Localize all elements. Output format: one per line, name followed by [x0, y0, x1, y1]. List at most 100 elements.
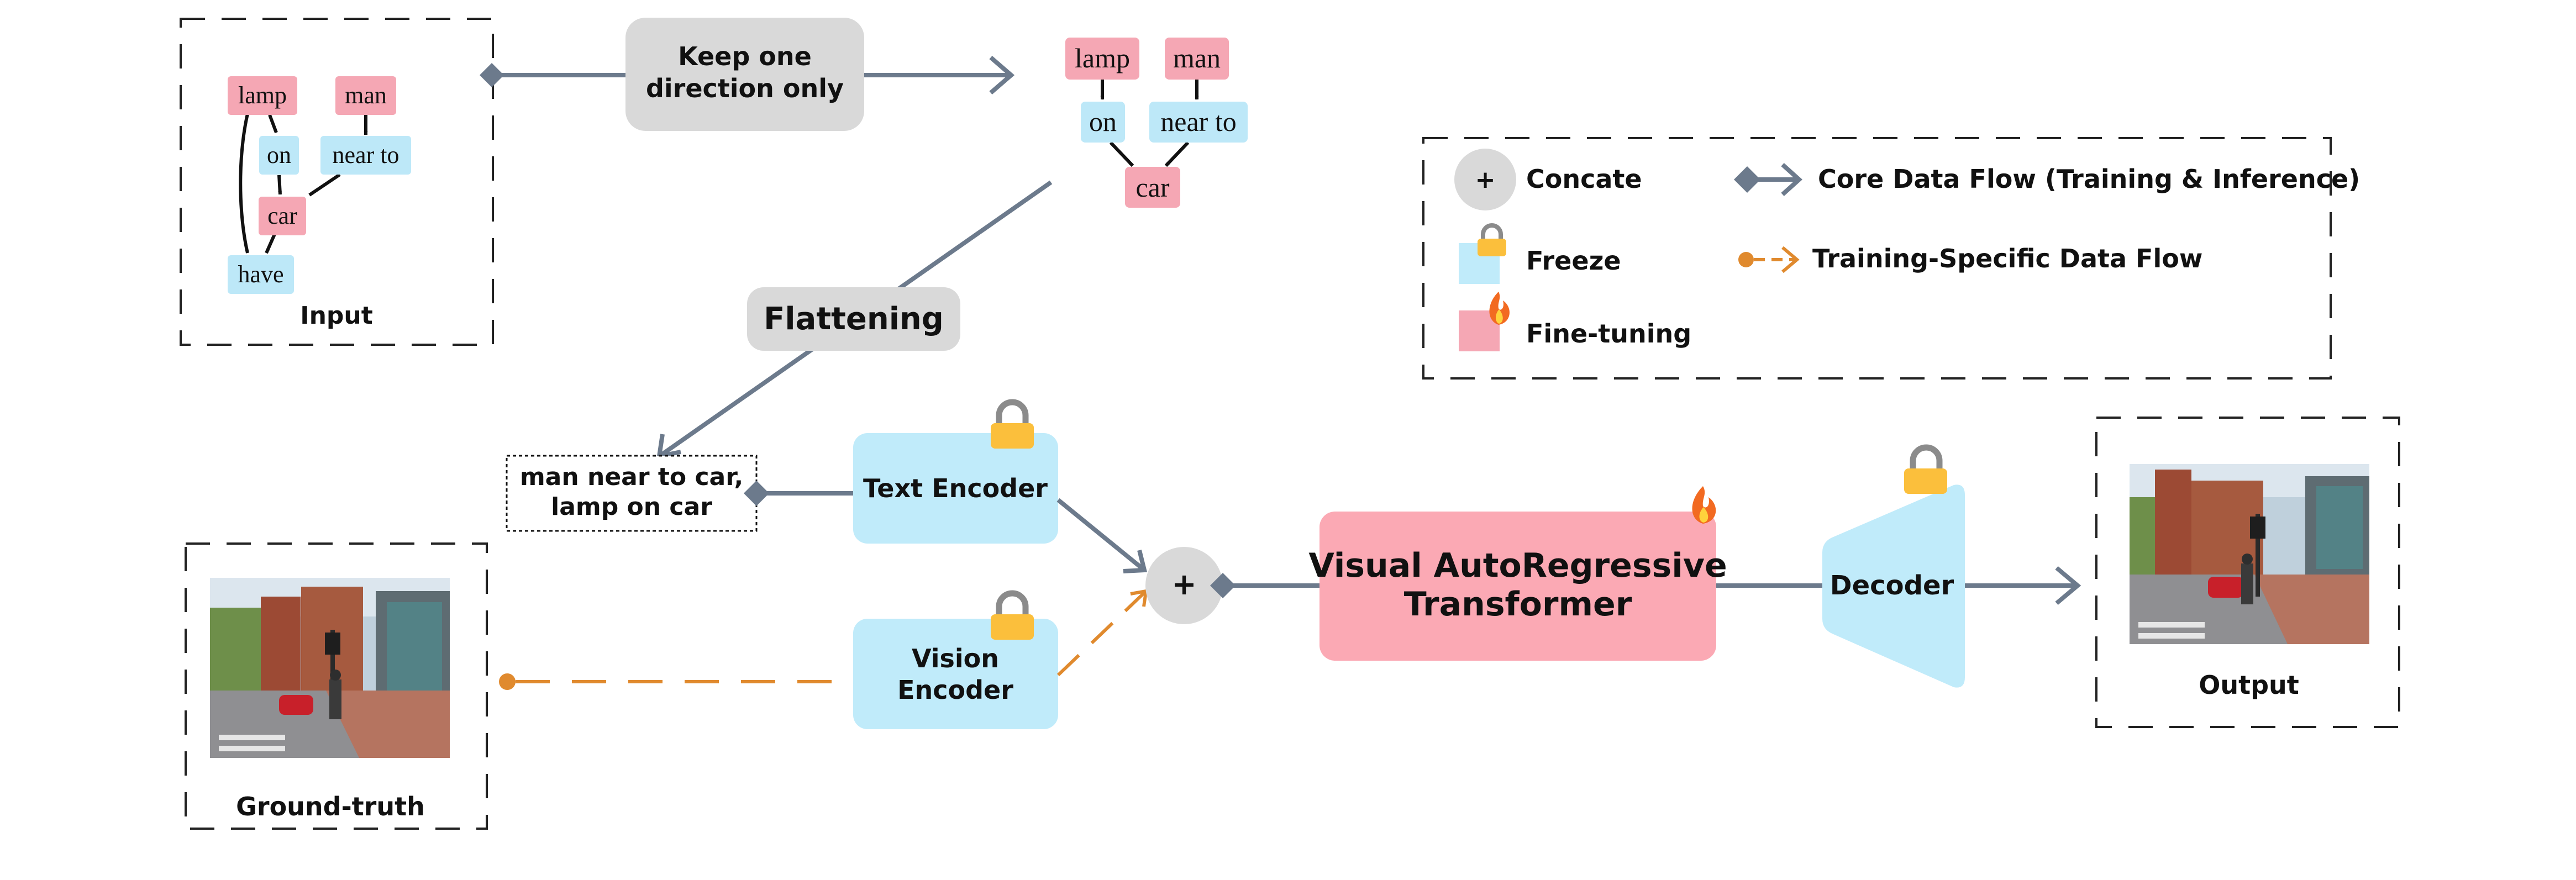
pruned-node-lamp	[1065, 38, 1139, 80]
lock-icon	[991, 590, 1034, 640]
edge-on-car	[277, 175, 282, 195]
pruned-node-man-label: man	[1173, 43, 1221, 73]
lock-icon	[991, 399, 1034, 449]
training-flow-gt	[499, 589, 1148, 690]
var-transformer-line2: Transformer	[1404, 585, 1632, 624]
legend-core-label: Core Data Flow (Training & Inference)	[1818, 164, 2360, 194]
vision-encoder-line1: Vision	[912, 644, 999, 673]
legend-concat-symbol: +	[1475, 166, 1496, 194]
node-near-to	[320, 136, 411, 175]
legend-concat-label: Concate	[1526, 164, 1642, 194]
text-encoder-group: Text Encoder	[853, 399, 1058, 544]
pruned-node-near-to	[1149, 102, 1248, 143]
ground-truth-photo	[210, 578, 450, 758]
keep-direction-arrowhead	[989, 55, 1015, 95]
text-to-concat-line	[1056, 498, 1146, 572]
ground-truth-caption: Ground-truth	[236, 792, 425, 821]
legend-training-arrowhead	[1781, 246, 1800, 273]
pruned-node-on	[1081, 102, 1125, 143]
pruned-node-car	[1125, 167, 1180, 208]
concat-node-group: +	[1145, 547, 1322, 624]
edge-have-lamp	[239, 99, 253, 254]
output-photo	[2130, 464, 2369, 644]
keep-direction-box	[625, 18, 864, 131]
flattened-text-group: man near to car, lamp on car	[506, 455, 855, 532]
node-on	[259, 136, 299, 175]
edge-near-car	[308, 173, 341, 197]
keep-direction-line1: Keep one	[678, 41, 812, 71]
keep-direction-step: Keep one direction only	[480, 18, 1015, 131]
node-lamp	[228, 76, 297, 115]
vision-encoder-box	[853, 619, 1058, 729]
output-dashed-frame	[2095, 417, 2400, 728]
node-car-label: car	[267, 202, 297, 229]
fire-icon	[1489, 292, 1510, 325]
text-to-concat-flow	[1056, 498, 1148, 573]
legend-concat-circle	[1454, 149, 1516, 210]
decoder-trapezoid	[1822, 484, 1965, 688]
output-group: Output	[2095, 417, 2400, 728]
concat-symbol: +	[1171, 567, 1196, 602]
edge-car-have	[265, 233, 276, 254]
legend-finetune-label: Fine-tuning	[1526, 319, 1691, 349]
ground-truth-dashed-frame	[185, 542, 488, 830]
pruned-node-near-to-label: near to	[1160, 106, 1236, 137]
legend-core-arrowhead	[1781, 163, 1802, 196]
ground-truth-group: Ground-truth	[185, 542, 488, 830]
pruned-graph-group: lamp man on near to car	[1065, 38, 1248, 208]
training-flow-vision-line	[1056, 591, 1147, 677]
edge-lamp-on	[268, 114, 278, 134]
pruned-node-lamp-label: lamp	[1075, 43, 1130, 73]
input-dashed-frame	[180, 18, 494, 346]
legend-training-label: Training-Specific Data Flow	[1812, 244, 2202, 273]
decoder-label: Decoder	[1830, 570, 1954, 601]
pruned-node-on-label: on	[1089, 106, 1117, 137]
var-transformer-line1: Visual AutoRegressive	[1308, 546, 1727, 585]
text-to-concat-arrowhead	[1123, 550, 1148, 573]
input-caption: Input	[300, 302, 373, 330]
node-car	[259, 197, 306, 235]
node-on-label: on	[267, 141, 291, 168]
node-man-label: man	[345, 82, 387, 109]
training-flow-start-dot	[499, 673, 516, 690]
flattening-label: Flattening	[764, 301, 944, 337]
vision-encoder-group: Vision Encoder	[853, 590, 1058, 729]
input-graph-group: lamp man on near to car have Input	[180, 18, 494, 346]
keep-direction-line2: direction only	[646, 73, 844, 103]
flattening-step: Flattening	[656, 180, 1053, 460]
pruned-node-man	[1165, 38, 1229, 80]
lock-icon	[1904, 444, 1947, 494]
lock-icon	[1478, 223, 1506, 256]
legend-training-dot	[1738, 252, 1754, 267]
flattening-box	[747, 287, 960, 351]
pruned-edge-near-car	[1164, 141, 1190, 167]
keep-direction-start-diamond	[480, 63, 504, 87]
flattened-text-box	[506, 455, 758, 532]
flattened-text-line2: lamp on car	[551, 493, 712, 521]
var-transformer-box	[1319, 512, 1716, 661]
fire-icon	[1692, 486, 1716, 524]
pruned-node-car-label: car	[1135, 172, 1169, 203]
node-lamp-label: lamp	[238, 82, 287, 109]
text-encoder-box	[853, 433, 1058, 544]
legend-freeze-label: Freeze	[1526, 246, 1621, 276]
concat-to-var-diamond	[1210, 573, 1236, 598]
text-encoder-label: Text Encoder	[863, 473, 1048, 503]
node-near-to-label: near to	[333, 141, 399, 168]
output-caption: Output	[2199, 670, 2299, 700]
text-to-encoder-diamond	[744, 481, 769, 506]
var-transformer-group: Visual AutoRegressive Transformer	[1308, 486, 1823, 661]
legend-group: + Concate Core Data Flow (Training & Inf…	[1422, 137, 2360, 380]
flattened-text-line1: man near to car,	[520, 463, 743, 491]
decoder-group: Decoder	[1822, 444, 2081, 688]
node-have	[228, 255, 294, 294]
decoder-to-output-arrowhead	[2055, 566, 2081, 605]
legend-dashed-frame	[1422, 137, 2332, 380]
concat-circle	[1145, 547, 1223, 624]
node-man	[335, 76, 396, 115]
pruned-edge-on-car	[1109, 141, 1134, 167]
vision-encoder-line2: Encoder	[897, 675, 1013, 705]
node-have-label: have	[238, 261, 283, 288]
